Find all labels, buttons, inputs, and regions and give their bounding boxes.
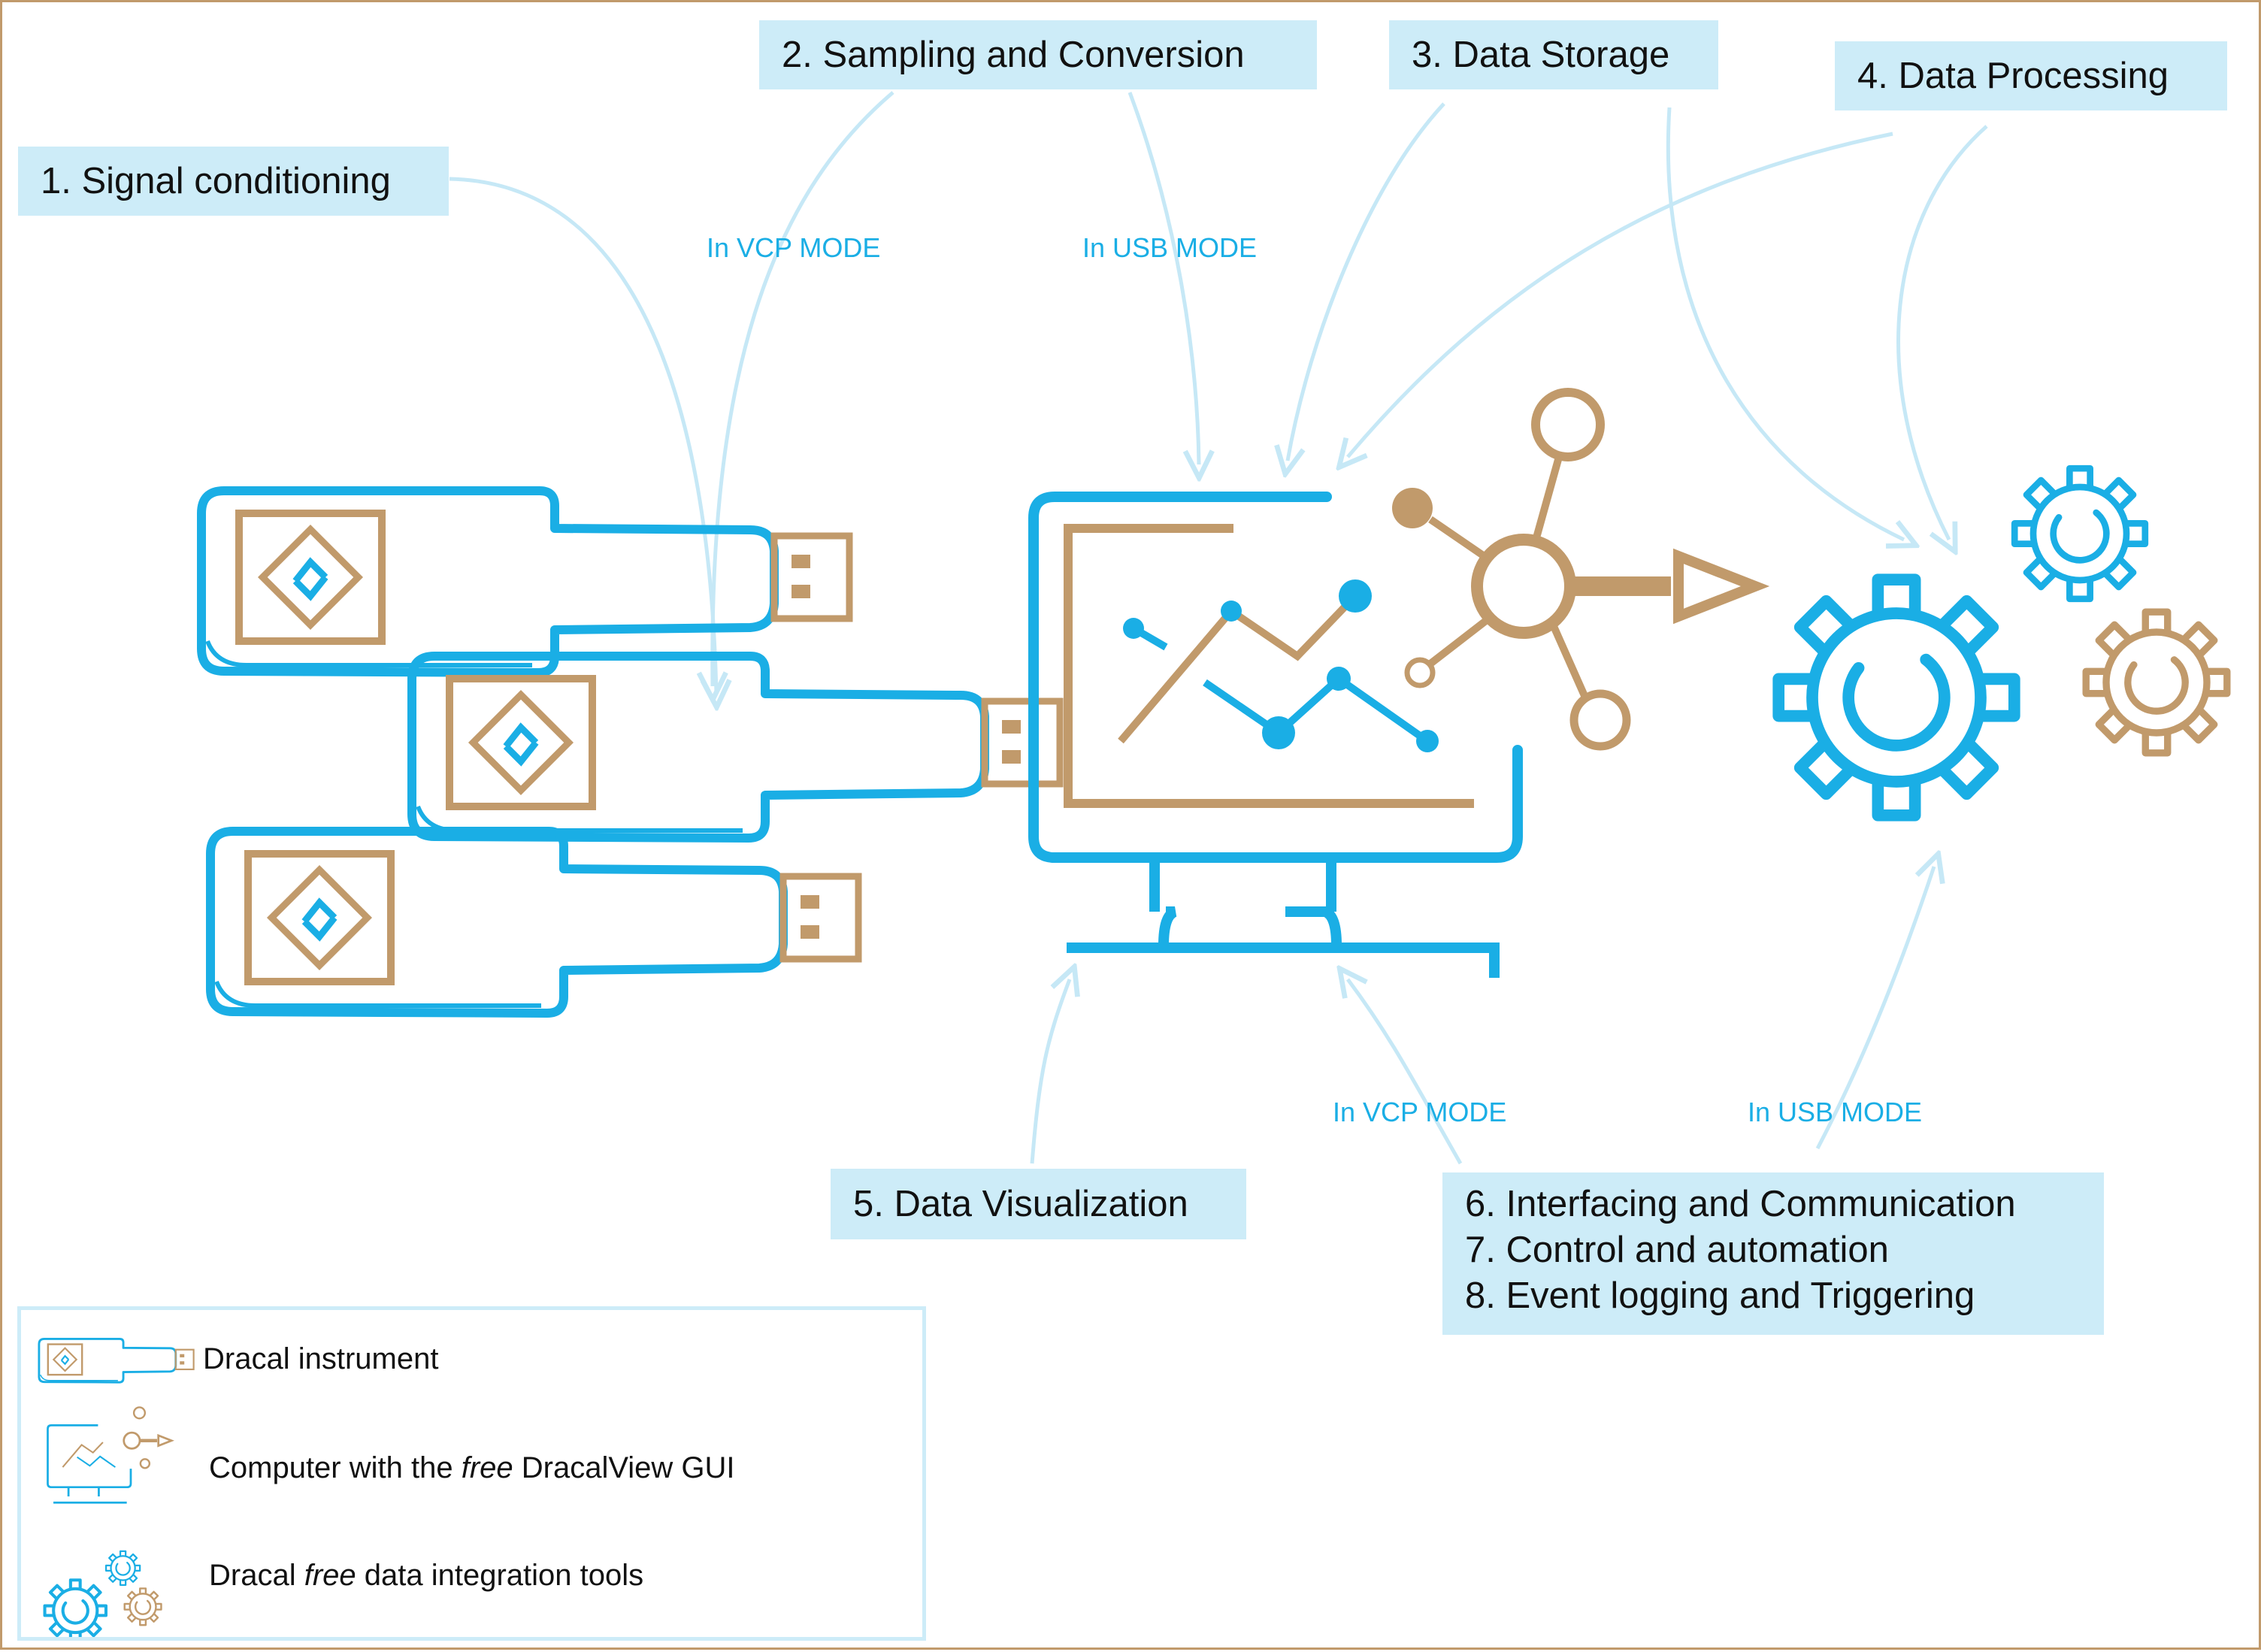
legend: Dracal instrument Computer with the free…: [17, 1306, 926, 1641]
arrow-right-icon: [1573, 548, 1770, 625]
mode-label-top-usb: In USB MODE: [1082, 232, 1258, 263]
label-event-logging: 8. Event logging and Triggering: [1465, 1275, 1975, 1316]
label-interfacing: 6. Interfacing and Communication: [1465, 1184, 2016, 1224]
connector-data-processing-gears: [1896, 125, 1988, 540]
connector-signal-conditioning: [449, 177, 716, 694]
mode-label-bottom-usb: In USB MODE: [1748, 1097, 1923, 1127]
label-control: 7. Control and automation: [1465, 1230, 1889, 1270]
label-data-visualization: 5. Data Visualization: [831, 1169, 1246, 1239]
connector-arrows: [449, 91, 1988, 1165]
connector-interfacing-gears: [1815, 867, 1934, 1150]
legend-tools-emphasis: free: [304, 1559, 356, 1592]
gears-icon: [1778, 468, 2227, 815]
legend-computer-icon: [47, 1406, 174, 1504]
label-data-processing: 4. Data Processing: [1835, 41, 2227, 110]
connector-data-storage-pc: [1288, 102, 1445, 461]
legend-computer-emphasis: free: [461, 1451, 513, 1484]
legend-computer-suffix: DracalView GUI: [513, 1451, 735, 1484]
connector-sampling-vcp: [713, 91, 894, 686]
connector-sampling-usb: [1127, 92, 1199, 464]
usb-instrument-icon: [201, 491, 1060, 1013]
mode-label-top-vcp: In VCP MODE: [707, 232, 881, 263]
label-sampling-conversion: 2. Sampling and Conversion: [759, 20, 1317, 89]
legend-tools-label: Dracal free data integration tools: [209, 1557, 643, 1594]
label-data-storage: 3. Data Storage: [1389, 20, 1718, 89]
label-signal-conditioning: 1. Signal conditioning: [18, 147, 449, 216]
legend-gears-icon: [40, 1550, 162, 1637]
mode-label-bottom-vcp: In VCP MODE: [1333, 1097, 1507, 1127]
connector-data-storage-gears: [1666, 107, 1904, 540]
network-node-icon: [1392, 388, 1631, 751]
computer-dracalview-icon: [1028, 492, 1523, 978]
label-interfacing-group: 6. Interfacing and Communication 7. Cont…: [1442, 1172, 2104, 1335]
legend-instrument-label: Dracal instrument: [203, 1342, 439, 1375]
connector-data-processing-pc: [1348, 132, 1893, 457]
legend-tools-prefix: Dracal: [209, 1559, 304, 1592]
legend-computer-prefix: Computer with the: [209, 1451, 462, 1484]
connector-visualization: [1030, 979, 1070, 1164]
connector-interfacing-pc: [1348, 979, 1463, 1165]
legend-tools-suffix: data integration tools: [356, 1559, 644, 1592]
legend-usb-instrument-icon: [38, 1337, 195, 1384]
legend-computer-label: Computer with the free DracalView GUI: [209, 1449, 735, 1487]
